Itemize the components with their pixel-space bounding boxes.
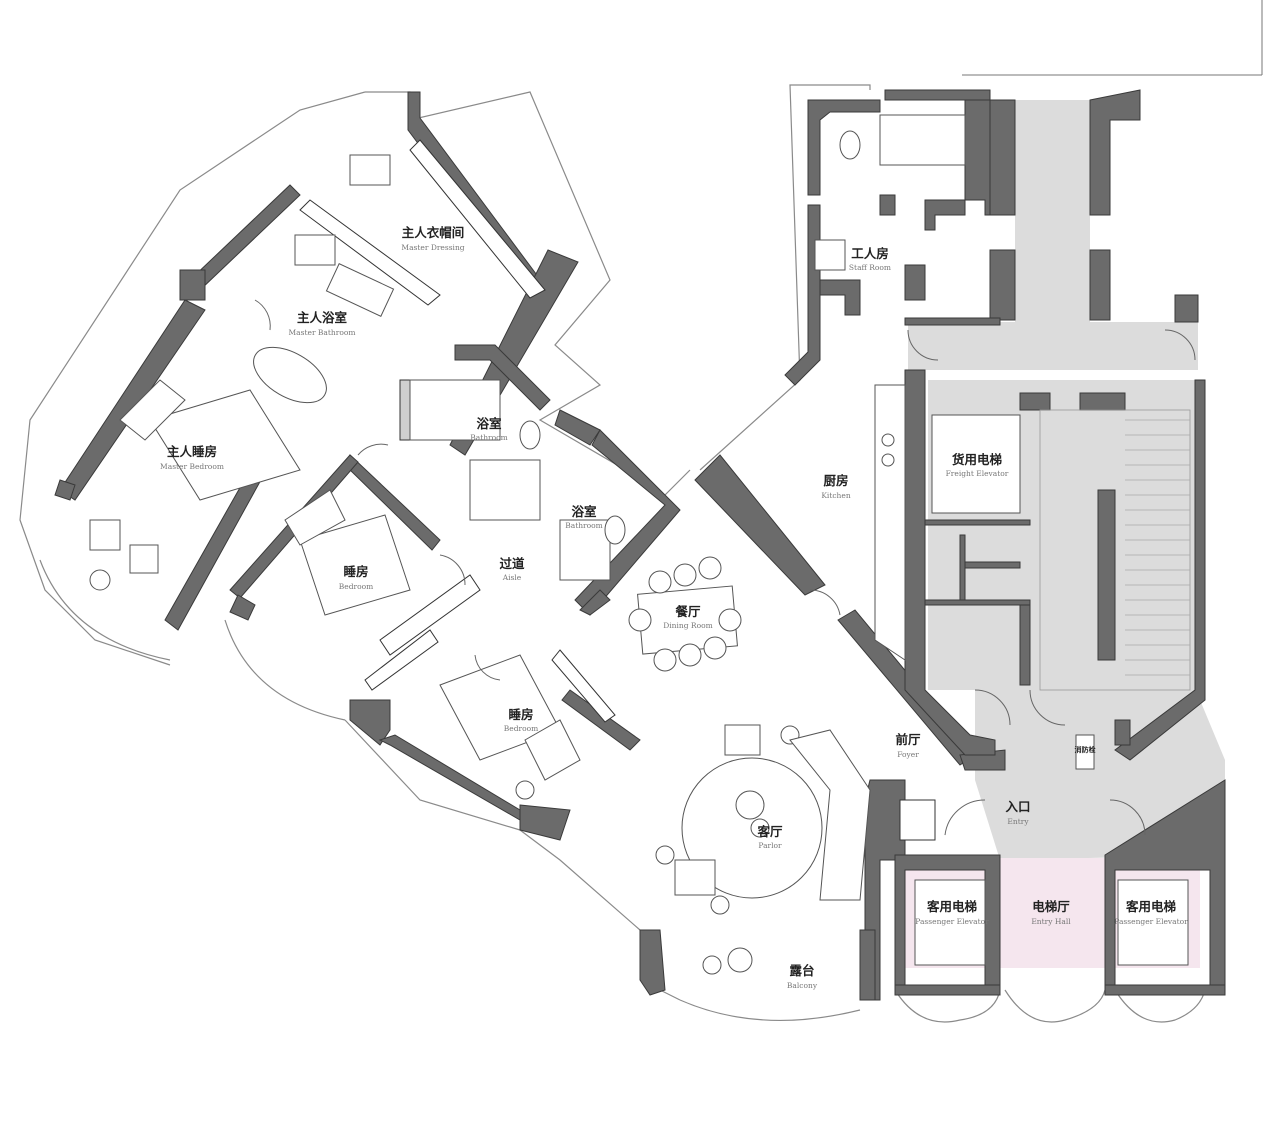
- svg-text:入口: 入口: [1005, 799, 1030, 814]
- svg-text:Bedroom: Bedroom: [504, 724, 538, 733]
- svg-text:Balcony: Balcony: [787, 981, 818, 990]
- svg-text:Master Bedroom: Master Bedroom: [160, 462, 224, 471]
- svg-text:客厅: 客厅: [756, 824, 783, 839]
- svg-text:Passenger Elevator: Passenger Elevator: [1114, 917, 1188, 926]
- room-label-balcony: 露台 Balcony: [787, 963, 818, 990]
- walls: [54, 89, 1226, 1001]
- room-label-dining: 餐厅 Dining Room: [663, 604, 712, 630]
- room-label-foyer: 前厅 Foyer: [895, 732, 921, 759]
- room-label-aisle: 过道 Aisle: [499, 556, 525, 582]
- room-label-freight-elevator: 货用电梯 Freight Elevator: [946, 452, 1009, 478]
- svg-text:Master Bathroom: Master Bathroom: [289, 328, 356, 337]
- room-label-passenger-elevator-1: 客用电梯 Passenger Elevator: [915, 899, 989, 926]
- room-label-fire-hydrant: 消防栓: [1075, 745, 1096, 754]
- room-label-bedroom-1: 睡房 Bedroom: [339, 564, 373, 591]
- svg-text:主人睡房: 主人睡房: [167, 444, 217, 459]
- svg-text:浴室: 浴室: [476, 416, 502, 431]
- room-label-entry-hall: 电梯厅 Entry Hall: [1031, 899, 1071, 926]
- svg-text:厨房: 厨房: [823, 473, 848, 488]
- room-label-kitchen: 厨房 Kitchen: [821, 473, 850, 500]
- svg-text:Bedroom: Bedroom: [339, 582, 373, 591]
- wardrobe-hatching: [299, 139, 936, 841]
- room-label-staff-room: 工人房 Staff Room: [849, 246, 891, 272]
- room-label-master-bedroom: 主人睡房 Master Bedroom: [160, 444, 224, 471]
- furniture: [89, 114, 1191, 975]
- svg-text:消防栓: 消防栓: [1075, 745, 1096, 754]
- svg-text:客用电梯: 客用电梯: [1125, 899, 1177, 914]
- room-label-master-bathroom: 主人浴室 Master Bathroom: [289, 310, 356, 337]
- svg-text:Aisle: Aisle: [502, 573, 522, 582]
- frame-lines: [962, 0, 1263, 76]
- svg-text:露台: 露台: [789, 963, 814, 978]
- svg-text:Staff Room: Staff Room: [849, 263, 891, 272]
- svg-text:过道: 过道: [499, 556, 525, 571]
- svg-text:Passenger Elevator: Passenger Elevator: [915, 917, 989, 926]
- door-swings: [254, 299, 1196, 836]
- svg-text:前厅: 前厅: [895, 732, 921, 747]
- svg-text:浴室: 浴室: [571, 504, 597, 519]
- svg-text:Entry Hall: Entry Hall: [1031, 917, 1071, 926]
- svg-text:Dining Room: Dining Room: [663, 621, 712, 630]
- svg-text:睡房: 睡房: [508, 707, 533, 722]
- svg-text:Foyer: Foyer: [897, 750, 919, 759]
- svg-text:睡房: 睡房: [343, 564, 368, 579]
- svg-text:客用电梯: 客用电梯: [926, 899, 978, 914]
- svg-text:主人浴室: 主人浴室: [297, 310, 348, 325]
- svg-text:Kitchen: Kitchen: [821, 491, 850, 500]
- room-label-entry: 入口 Entry: [1005, 799, 1030, 826]
- stair-treads: [1039, 409, 1191, 691]
- room-label-bedroom-2: 睡房 Bedroom: [504, 707, 538, 733]
- room-label-master-dressing: 主人衣帽间 Master Dressing: [401, 225, 464, 252]
- room-label-parlor: 客厅 Parlor: [756, 824, 783, 850]
- svg-text:主人衣帽间: 主人衣帽间: [402, 225, 465, 240]
- svg-text:Freight Elevator: Freight Elevator: [946, 469, 1009, 478]
- room-label-bathroom-1: 浴室 Bathroom: [470, 416, 508, 442]
- svg-text:餐厅: 餐厅: [674, 604, 701, 619]
- svg-text:电梯厅: 电梯厅: [1032, 899, 1070, 914]
- room-label-bathroom-2: 浴室 Bathroom: [565, 504, 603, 530]
- svg-text:Bathroom: Bathroom: [565, 521, 603, 530]
- svg-text:Entry: Entry: [1007, 817, 1029, 826]
- room-label-passenger-elevator-2: 客用电梯 Passenger Elevator: [1114, 899, 1188, 926]
- svg-text:Master Dressing: Master Dressing: [401, 243, 464, 252]
- svg-text:Parlor: Parlor: [758, 841, 782, 850]
- svg-text:Bathroom: Bathroom: [470, 433, 508, 442]
- svg-text:工人房: 工人房: [851, 246, 889, 261]
- svg-text:货用电梯: 货用电梯: [952, 452, 1003, 467]
